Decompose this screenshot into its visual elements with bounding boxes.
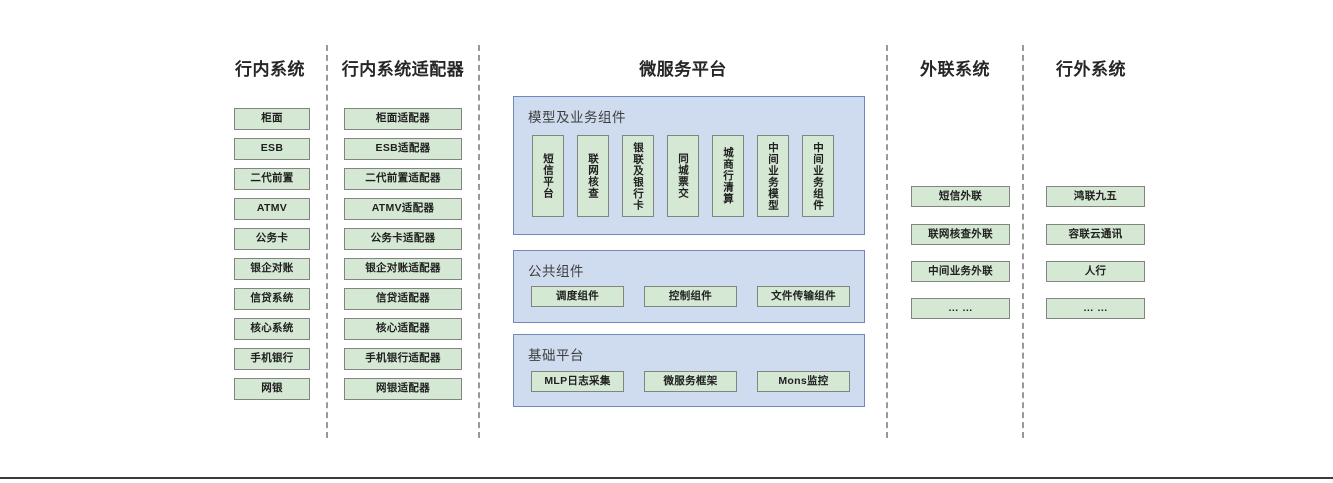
column-header-microservice: 微服务平台	[639, 60, 727, 79]
node-base-platform-component[interactable]: MLP日志采集	[531, 371, 624, 392]
node-core-system[interactable]: 二代前置	[234, 168, 310, 190]
node-public-component[interactable]: 文件传输组件	[757, 286, 850, 307]
panel-title-base-platform: 基础平台	[528, 348, 584, 363]
node-model-component[interactable]: 城商行清算	[712, 135, 744, 217]
node-model-component[interactable]: 中间业务模型	[757, 135, 789, 217]
divider-2	[478, 45, 480, 438]
node-model-component[interactable]: 中间业务组件	[802, 135, 834, 217]
node-adapter[interactable]: ESB适配器	[344, 138, 462, 160]
node-adapter[interactable]: 核心适配器	[344, 318, 462, 340]
node-model-component[interactable]: 同城票交	[667, 135, 699, 217]
panel-base-platform: 基础平台	[513, 334, 865, 407]
node-core-system[interactable]: 网银	[234, 378, 310, 400]
node-core-system[interactable]: 公务卡	[234, 228, 310, 250]
node-core-system[interactable]: 信贷系统	[234, 288, 310, 310]
panel-title-model-business: 模型及业务组件	[528, 110, 626, 125]
node-adapter[interactable]: 网银适配器	[344, 378, 462, 400]
node-adapter[interactable]: 二代前置适配器	[344, 168, 462, 190]
divider-4	[1022, 45, 1024, 438]
node-core-system[interactable]: 核心系统	[234, 318, 310, 340]
node-adapter[interactable]: 银企对账适配器	[344, 258, 462, 280]
panel-title-public-components: 公共组件	[528, 264, 584, 279]
node-core-system[interactable]: 柜面	[234, 108, 310, 130]
node-outside-bank[interactable]: … …	[1046, 298, 1145, 319]
node-adapter[interactable]: 柜面适配器	[344, 108, 462, 130]
node-base-platform-component[interactable]: 微服务框架	[644, 371, 737, 392]
node-outside-bank[interactable]: 鸿联九五	[1046, 186, 1145, 207]
node-core-system[interactable]: 手机银行	[234, 348, 310, 370]
node-external-link[interactable]: 联网核查外联	[911, 224, 1010, 245]
node-external-link[interactable]: 中间业务外联	[911, 261, 1010, 282]
column-header-core-systems: 行内系统	[235, 60, 305, 79]
column-header-external-link: 外联系统	[920, 60, 990, 79]
node-public-component[interactable]: 调度组件	[531, 286, 624, 307]
node-model-component[interactable]: 联网核查	[577, 135, 609, 217]
bottom-rule	[0, 477, 1333, 479]
node-adapter[interactable]: 信贷适配器	[344, 288, 462, 310]
column-header-adapters: 行内系统适配器	[341, 60, 465, 79]
divider-3	[886, 45, 888, 438]
node-core-system[interactable]: ESB	[234, 138, 310, 160]
node-public-component[interactable]: 控制组件	[644, 286, 737, 307]
node-adapter[interactable]: 手机银行适配器	[344, 348, 462, 370]
node-core-system[interactable]: 银企对账	[234, 258, 310, 280]
node-base-platform-component[interactable]: Mons监控	[757, 371, 850, 392]
node-core-system[interactable]: ATMV	[234, 198, 310, 220]
node-model-component[interactable]: 短信平台	[532, 135, 564, 217]
node-external-link[interactable]: 短信外联	[911, 186, 1010, 207]
node-outside-bank[interactable]: 人行	[1046, 261, 1145, 282]
node-adapter[interactable]: 公务卡适配器	[344, 228, 462, 250]
node-external-link[interactable]: … …	[911, 298, 1010, 319]
node-model-component[interactable]: 银联及银行卡	[622, 135, 654, 217]
node-outside-bank[interactable]: 容联云通讯	[1046, 224, 1145, 245]
divider-1	[326, 45, 328, 438]
node-adapter[interactable]: ATMV适配器	[344, 198, 462, 220]
column-header-outside-bank: 行外系统	[1056, 60, 1126, 79]
